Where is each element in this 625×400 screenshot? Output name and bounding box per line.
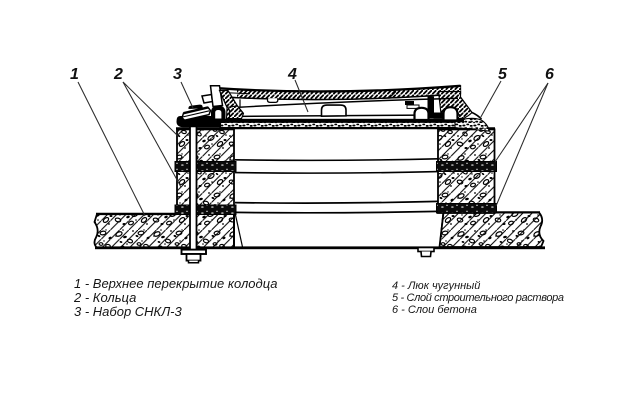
svg-text:5: 5 xyxy=(498,66,508,83)
svg-text:1: 1 xyxy=(70,66,79,83)
svg-text:2: 2 xyxy=(113,66,123,83)
svg-text:3: 3 xyxy=(173,66,182,83)
svg-text:4: 4 xyxy=(287,66,297,83)
svg-text:6: 6 xyxy=(545,66,554,83)
